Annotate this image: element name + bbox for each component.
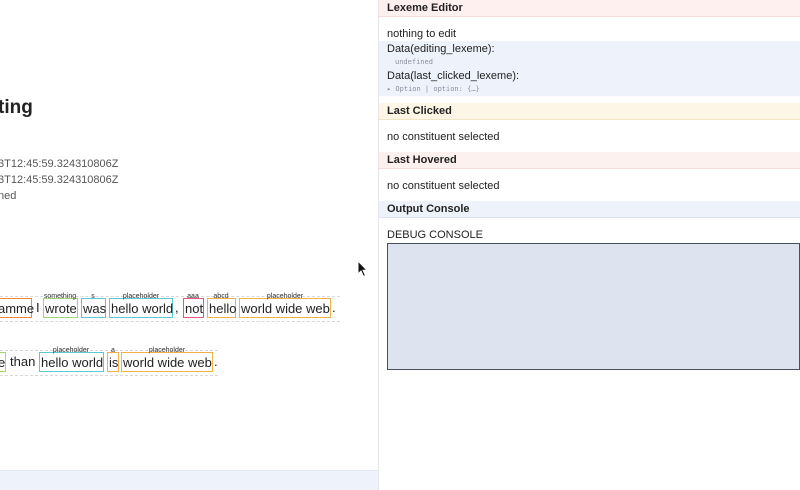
token[interactable]: amme (0, 298, 34, 318)
token-annotation: aaa (187, 293, 199, 300)
token[interactable]: , (175, 300, 179, 315)
inspector-pane: Lexeme Editor nothing to edit Data(editi… (379, 0, 800, 490)
token[interactable]: world wide web (239, 298, 331, 318)
debug-console-label: DEBUG CONSOLE (387, 229, 483, 241)
token-annotation: placeholder (52, 347, 90, 354)
token[interactable]: wrote (43, 298, 78, 318)
token[interactable]: I (36, 300, 40, 315)
editing-lexeme-value: undefined (395, 58, 433, 66)
document-pane: ting 3T12:45:59.324310806Z 3T12:45:59.32… (0, 0, 378, 490)
lexeme-editor-status: nothing to edit (387, 28, 457, 40)
last-clicked-lexeme-label: Data(last_clicked_lexeme): (387, 70, 520, 82)
token[interactable]: . (332, 300, 336, 315)
page-title: ting (0, 97, 33, 118)
token[interactable]: is (107, 352, 119, 372)
token-annotation: placeholder (266, 293, 304, 300)
pane-divider[interactable] (378, 0, 379, 490)
sentence-1 (0, 296, 340, 322)
token[interactable]: . (214, 354, 218, 369)
meta-value: ned (0, 190, 17, 202)
token[interactable]: not (183, 298, 204, 318)
token[interactable]: world wide web (121, 352, 213, 372)
token[interactable]: was (81, 298, 106, 318)
created-timestamp: 3T12:45:59.324310806Z (0, 158, 119, 170)
bottom-toolbar (0, 470, 378, 490)
token-annotation: placeholder (148, 347, 186, 354)
mouse-cursor-icon (357, 260, 369, 278)
lexeme-editor-header[interactable]: Lexeme Editor (379, 0, 800, 17)
token-annotation: something (43, 293, 77, 300)
modified-timestamp: 3T12:45:59.324310806Z (0, 174, 119, 186)
last-clicked-status: no constituent selected (387, 131, 500, 143)
token-annotation: placeholder (122, 293, 160, 300)
token[interactable]: hello (207, 298, 236, 318)
sentence-2 (0, 350, 218, 376)
output-console-header[interactable]: Output Console (379, 201, 800, 218)
token[interactable]: hello world (109, 298, 173, 318)
token[interactable]: than (10, 354, 36, 369)
editing-lexeme-label: Data(editing_lexeme): (387, 43, 495, 55)
last-clicked-lexeme-value[interactable]: ▸ Option | option: {…} (387, 85, 480, 93)
lexeme-data-block (379, 41, 800, 96)
last-hovered-header[interactable]: Last Hovered (379, 152, 800, 169)
token-annotation: a (111, 347, 115, 354)
token[interactable]: hello world (39, 352, 104, 372)
token[interactable]: e (0, 352, 6, 372)
debug-console-output[interactable] (387, 243, 800, 370)
last-clicked-header[interactable]: Last Clicked (379, 103, 800, 120)
token-annotation: s (91, 293, 95, 300)
token-annotation: abcd (213, 293, 229, 300)
last-hovered-status: no constituent selected (387, 180, 500, 192)
